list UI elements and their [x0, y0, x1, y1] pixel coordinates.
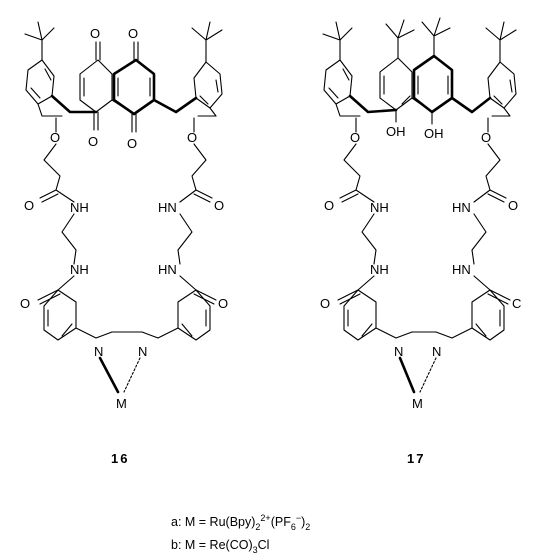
atom-o: O [90, 26, 100, 41]
atom-n: N [94, 344, 103, 359]
pyridine-ring-left [343, 289, 377, 341]
quinone-ring-left [79, 59, 113, 113]
compound-label-16: 16 [111, 451, 129, 466]
aryl-ring-left [25, 59, 55, 105]
tbutyl-right [485, 21, 517, 63]
atom-nh: NH [370, 262, 389, 277]
atom-nh: HN [452, 262, 471, 277]
atom-o: O [508, 198, 518, 213]
aryl-ring-right [487, 61, 517, 109]
legend-line-a: a: M = Ru(Bpy)22+(PF6−)2 [171, 513, 310, 532]
compound-17-structure [322, 17, 517, 394]
atom-n: N [432, 344, 441, 359]
atom-c: C [512, 296, 521, 311]
pyridine-ring-right [471, 289, 505, 341]
atom-n: N [394, 344, 403, 359]
atom-o: O [127, 136, 137, 151]
atom-nh: NH [370, 200, 389, 215]
atom-o: O [187, 130, 197, 145]
legend: a: M = Ru(Bpy)22+(PF6−)2 b: M = Re(CO)3C… [171, 513, 310, 555]
atom-o: O [481, 130, 491, 145]
atom-oh: OH [386, 124, 406, 139]
atom-nh: HN [158, 262, 177, 277]
atom-n: N [138, 344, 147, 359]
tbutyl-center-right [421, 17, 451, 57]
atom-nh: HN [452, 200, 471, 215]
tbutyl-center-left [385, 19, 415, 59]
quinone-ring-center [112, 58, 156, 116]
atom-metal: M [412, 396, 423, 411]
atom-o: O [218, 296, 228, 311]
atom-o: O [324, 198, 334, 213]
atom-nh: NH [70, 262, 89, 277]
atom-o: O [50, 130, 60, 145]
atom-o: O [350, 130, 360, 145]
atom-nh: NH [70, 200, 89, 215]
tbutyl-left [322, 21, 353, 61]
compound-label-17: 17 [407, 451, 425, 466]
atom-o: O [24, 198, 34, 213]
atom-o: O [128, 26, 138, 41]
metal-bond-solid [398, 356, 416, 394]
atom-o: O [88, 134, 98, 149]
compound-17-atom-labels: OH OH O O O O NH HN NH HN O C N N M [320, 124, 521, 411]
compound-16-atom-labels: O O O O O O O O NH HN NH HN O O N N M [20, 26, 228, 411]
atom-o: O [214, 198, 224, 213]
atom-oh: OH [424, 126, 444, 141]
compound-16-structure [24, 21, 223, 394]
aryl-ring-right [193, 61, 223, 109]
pyridine-ring-right [177, 289, 211, 341]
phenol-ring-left [379, 57, 413, 111]
atom-o: O [20, 296, 30, 311]
atom-nh: HN [158, 200, 177, 215]
atom-metal: M [116, 396, 127, 411]
atom-o: O [320, 296, 330, 311]
aryl-ring-left [323, 59, 353, 105]
tbutyl-left [24, 21, 55, 61]
legend-line-b: b: M = Re(CO)3Cl [171, 538, 269, 555]
tbutyl-right [191, 21, 223, 63]
pyridine-ring-left [43, 289, 77, 341]
